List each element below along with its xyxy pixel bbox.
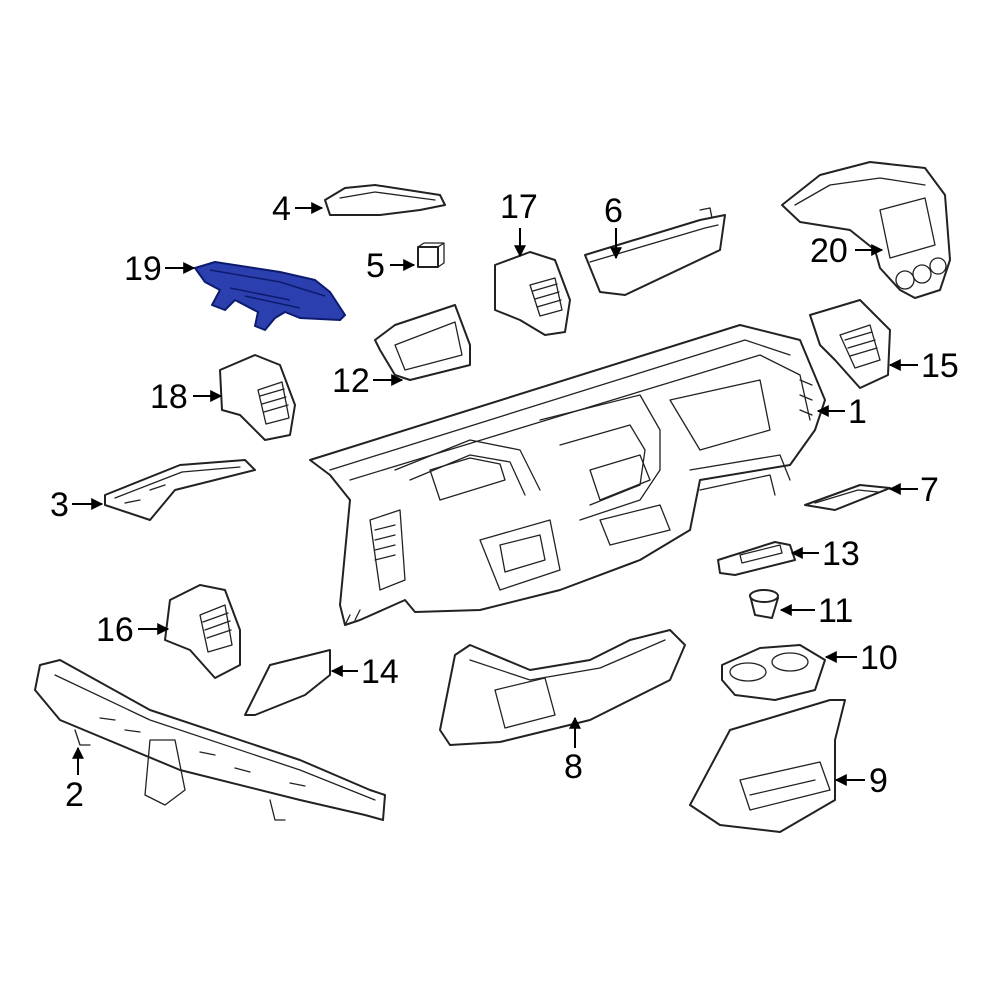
callouts: 1 2 3 4 5 6 7 8 9 10 11 12 13 14 15 16 1… <box>50 188 959 814</box>
part-15-right-vent <box>809 299 891 389</box>
callout-12: 12 <box>332 362 370 400</box>
callout-13: 13 <box>822 535 860 573</box>
part-19-highlighted <box>194 261 346 331</box>
leader-lines <box>72 202 918 786</box>
callout-14: 14 <box>361 653 399 691</box>
part-10-cup-holder <box>721 644 826 701</box>
part-18-left-upper-vent <box>219 354 296 441</box>
part-13-switch-panel <box>717 541 796 576</box>
callout-2: 2 <box>65 776 84 814</box>
part-16-left-lower-vent <box>164 584 241 679</box>
callout-19: 19 <box>124 250 162 288</box>
callout-11: 11 <box>818 592 853 630</box>
part-2-cross-car-beam <box>34 659 386 821</box>
callout-16: 16 <box>96 611 134 649</box>
callout-8: 8 <box>564 748 583 786</box>
callout-3: 3 <box>50 486 69 524</box>
callout-7: 7 <box>920 471 939 509</box>
callout-18: 18 <box>150 378 188 416</box>
callout-6: 6 <box>604 192 623 230</box>
part-3-upper-trim <box>104 459 256 521</box>
part-12-bezel <box>374 304 471 381</box>
part-7-small-panel <box>804 484 891 511</box>
callout-4: 4 <box>272 190 291 228</box>
callout-20: 20 <box>810 232 848 270</box>
part-9-console-trim <box>689 699 846 833</box>
callout-10: 10 <box>860 639 898 677</box>
part-8-knee-bolster <box>439 629 686 746</box>
part-17-center-vent <box>494 251 571 336</box>
part-5-clip <box>417 242 445 268</box>
callout-17: 17 <box>500 188 538 226</box>
callout-1: 1 <box>848 393 867 431</box>
part-1-instrument-panel <box>309 324 826 626</box>
callout-5: 5 <box>366 247 385 285</box>
callout-15: 15 <box>921 347 959 385</box>
part-4-cover <box>324 184 446 216</box>
part-11-cup-insert <box>749 589 779 619</box>
part-6-bracket <box>584 207 726 296</box>
part-14-trim-plate <box>244 649 331 716</box>
callout-9: 9 <box>869 762 888 800</box>
part-20-cluster-housing <box>781 161 951 299</box>
